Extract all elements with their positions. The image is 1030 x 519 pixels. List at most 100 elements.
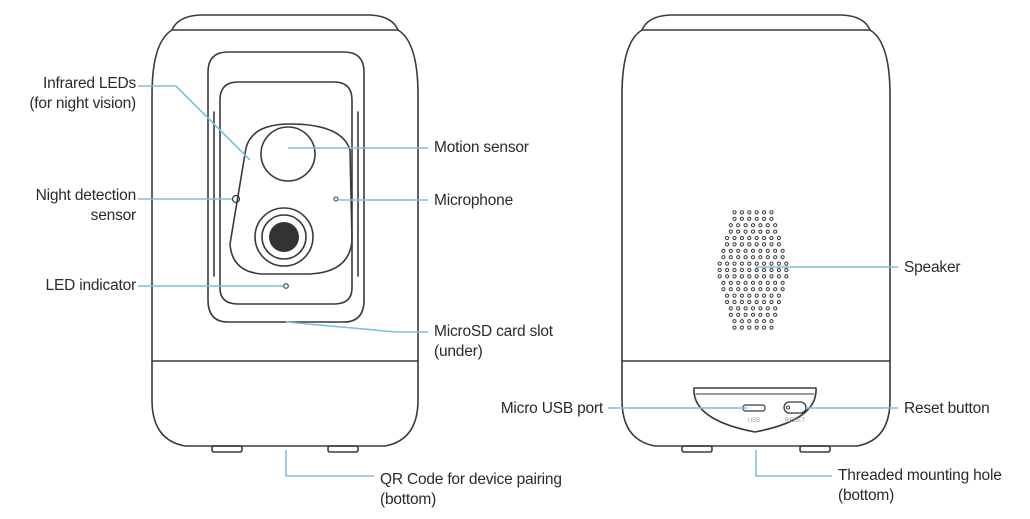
speaker-hole bbox=[758, 312, 763, 317]
speaker-hole bbox=[743, 248, 748, 253]
speaker-hole bbox=[762, 299, 767, 305]
label-night-line2: sensor bbox=[90, 207, 137, 224]
front-body-outline bbox=[151, 29, 419, 447]
speaker-hole bbox=[743, 223, 748, 228]
speaker-hole bbox=[784, 261, 789, 266]
speaker-hole bbox=[750, 223, 756, 228]
speaker-hole bbox=[754, 242, 759, 247]
speaker-hole bbox=[773, 306, 778, 311]
speaker-hole bbox=[754, 325, 759, 330]
speaker-hole bbox=[736, 312, 741, 317]
speaker-hole bbox=[776, 242, 782, 247]
speaker-hole bbox=[747, 325, 752, 330]
speaker-hole bbox=[765, 223, 770, 228]
speaker-hole bbox=[754, 216, 759, 221]
speaker-hole bbox=[754, 299, 759, 305]
speaker-hole bbox=[732, 267, 737, 273]
reset-button-dot bbox=[785, 405, 791, 410]
reset-port-label: RESET bbox=[785, 418, 805, 424]
speaker-hole bbox=[747, 299, 752, 305]
leader-qr-code bbox=[285, 450, 374, 477]
speaker-hole bbox=[728, 255, 733, 260]
speaker-hole bbox=[725, 261, 730, 266]
speaker-hole bbox=[758, 248, 763, 253]
label-motion-text: Motion sensor bbox=[434, 139, 529, 156]
label-qr-code: QR Code for device pairing (bottom) bbox=[380, 470, 562, 510]
speaker-hole bbox=[754, 293, 759, 298]
speaker-hole bbox=[758, 287, 763, 292]
camera-back-view bbox=[621, 14, 891, 453]
lens-inner-ring bbox=[261, 214, 307, 260]
label-night-detection-sensor: Night detection sensor bbox=[10, 186, 137, 226]
speaker-hole bbox=[728, 223, 733, 228]
speaker-hole bbox=[754, 210, 759, 215]
label-led-indicator: LED indicator bbox=[10, 276, 137, 296]
speaker-hole bbox=[765, 255, 770, 260]
speaker-hole bbox=[780, 255, 785, 260]
speaker-hole bbox=[754, 319, 759, 324]
speaker-hole bbox=[717, 261, 722, 266]
speaker-hole bbox=[717, 274, 722, 279]
speaker-hole bbox=[769, 325, 774, 330]
speaker-hole bbox=[769, 210, 774, 215]
speaker-hole bbox=[773, 223, 778, 228]
speaker-hole bbox=[773, 287, 778, 292]
speaker-grille bbox=[717, 210, 789, 330]
speaker-hole bbox=[765, 248, 770, 253]
speaker-hole bbox=[732, 274, 737, 279]
speaker-hole bbox=[739, 261, 745, 266]
label-micro-usb-port: Micro USB port bbox=[470, 399, 603, 419]
speaker-hole bbox=[732, 210, 737, 215]
label-speaker: Speaker bbox=[904, 258, 961, 278]
back-foot-left bbox=[681, 445, 713, 453]
speaker-hole bbox=[725, 242, 730, 247]
lens-outer-ring bbox=[254, 207, 314, 267]
label-microsd-line2: (under) bbox=[434, 343, 483, 360]
speaker-hole bbox=[739, 235, 745, 241]
speaker-hole bbox=[754, 267, 759, 273]
speaker-hole bbox=[743, 229, 748, 234]
label-qr-line2: (bottom) bbox=[380, 491, 437, 508]
speaker-hole bbox=[747, 242, 752, 247]
speaker-hole bbox=[769, 319, 774, 324]
camera-front-view bbox=[151, 14, 419, 453]
label-speaker-text: Speaker bbox=[904, 259, 961, 276]
speaker-hole bbox=[725, 293, 730, 298]
speaker-hole bbox=[750, 255, 756, 260]
speaker-hole bbox=[736, 287, 741, 292]
speaker-hole bbox=[739, 325, 745, 330]
label-microsd-slot: MicroSD card slot (under) bbox=[434, 322, 553, 362]
speaker-hole bbox=[736, 255, 741, 260]
speaker-hole bbox=[725, 299, 730, 305]
front-foot-right bbox=[327, 445, 359, 453]
speaker-hole bbox=[725, 274, 730, 279]
camera-lens bbox=[269, 222, 299, 252]
speaker-hole bbox=[773, 248, 778, 253]
speaker-hole bbox=[747, 274, 752, 279]
label-qr-line1: QR Code for device pairing bbox=[380, 471, 562, 488]
speaker-hole bbox=[736, 280, 741, 285]
led-indicator-dot bbox=[283, 283, 289, 289]
speaker-hole bbox=[725, 267, 730, 273]
speaker-hole bbox=[769, 216, 774, 221]
motion-sensor-dome bbox=[260, 126, 316, 182]
speaker-hole bbox=[754, 235, 759, 241]
speaker-hole bbox=[776, 274, 782, 279]
label-threaded-mounting-hole: Threaded mounting hole (bottom) bbox=[838, 466, 1002, 506]
microphone-dot bbox=[333, 196, 339, 202]
speaker-hole bbox=[732, 261, 737, 266]
speaker-hole bbox=[732, 216, 737, 221]
leader-mounting bbox=[755, 450, 832, 477]
speaker-hole bbox=[758, 229, 763, 234]
back-top-cap bbox=[641, 14, 871, 31]
front-lens-housing bbox=[229, 123, 353, 275]
speaker-hole bbox=[762, 235, 767, 241]
speaker-hole bbox=[750, 287, 756, 292]
speaker-hole bbox=[717, 267, 722, 273]
speaker-hole bbox=[776, 293, 782, 298]
front-face-frame bbox=[207, 51, 365, 323]
speaker-hole bbox=[784, 274, 789, 279]
speaker-hole bbox=[732, 293, 737, 298]
speaker-hole bbox=[750, 229, 756, 234]
